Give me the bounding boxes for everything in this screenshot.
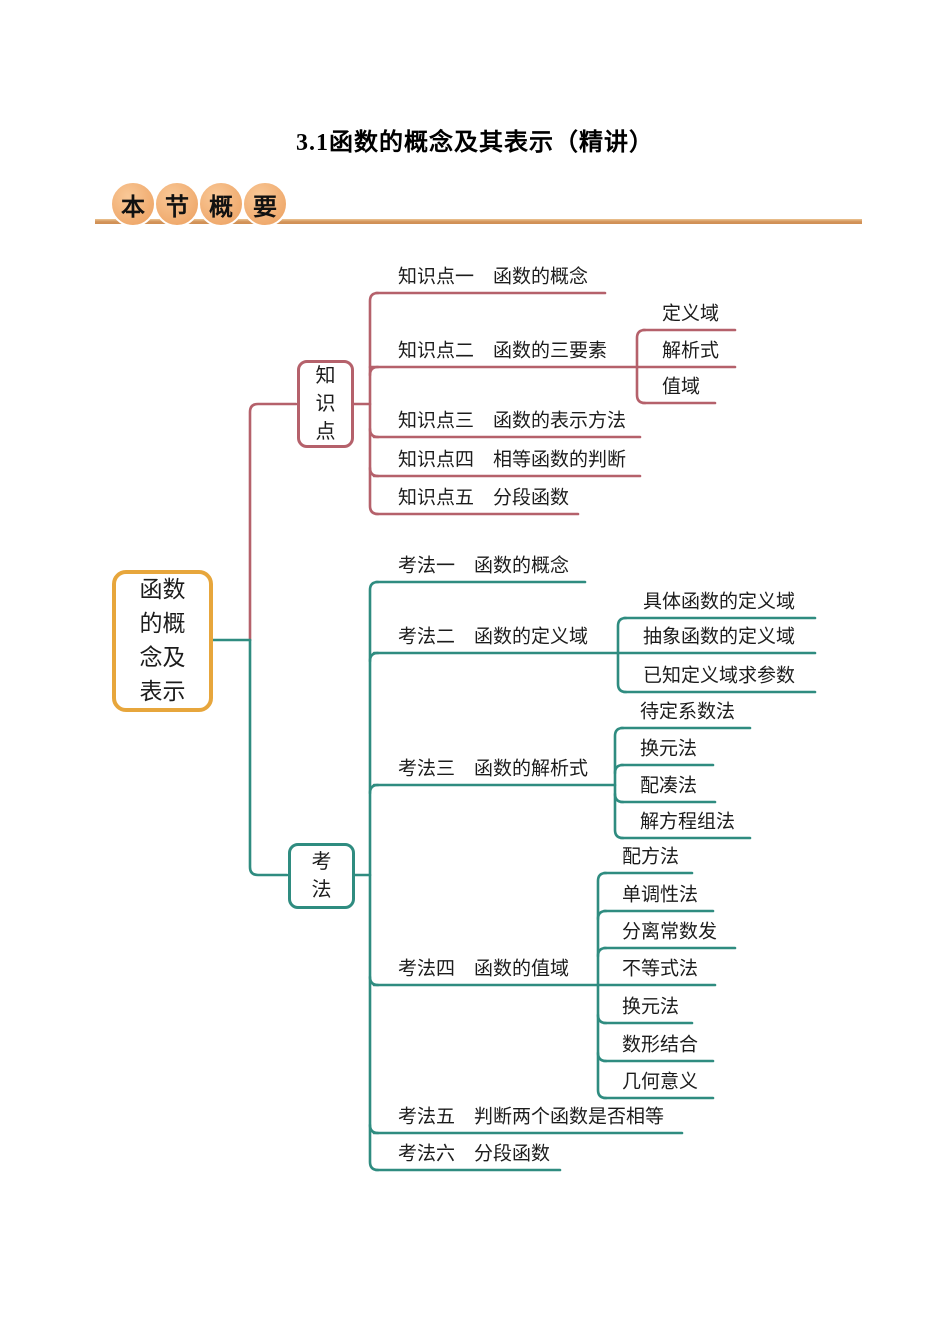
method-node-label: 考法 [311,851,332,901]
badge-char-4: 要 [242,181,288,227]
badge-char-3: 概 [198,181,244,227]
range-method-2: 单调性法 [622,884,699,906]
trunk-knowledge [368,291,380,516]
domain-method-3: 已知定义域求参数 [643,665,796,687]
three-element-3: 值域 [662,376,701,398]
range-method-5: 换元法 [622,996,680,1018]
range-method-1: 配方法 [622,846,680,868]
root-node-label: 函数的概念及表示 [139,577,186,704]
trunk-three-elements [635,328,647,405]
trunk-domain-methods [616,616,628,694]
root-node: 函数的概念及表示 [112,570,213,712]
knowledge-item-5: 知识点五 分段函数 [398,487,570,509]
range-method-6: 数形结合 [622,1034,699,1056]
badge-char-2: 节 [154,181,200,227]
three-element-2: 解析式 [662,340,720,362]
method-node: 考法 [288,843,355,909]
knowledge-item-3: 知识点三 函数的表示方法 [398,410,627,432]
knowledge-item-2: 知识点二 函数的三要素 [398,340,608,362]
trunk-method [368,580,380,1172]
method-item-6: 考法六 分段函数 [398,1143,551,1165]
analytic-method-2: 换元法 [640,738,698,760]
page-title: 3.1函数的概念及其表示（精讲） [296,130,654,156]
method-item-5: 考法五 判断两个函数是否相等 [398,1106,665,1128]
knowledge-node: 知识点 [297,360,354,448]
edge-junction-to-method [248,638,289,877]
method-item-4: 考法四 函数的值域 [398,958,570,980]
section-rule [95,219,862,224]
knowledge-item-1: 知识点一 函数的概念 [398,266,589,288]
knowledge-item-4: 知识点四 相等函数的判断 [398,449,627,471]
badge-char-1: 本 [110,181,156,227]
range-method-3: 分离常数发 [622,921,718,943]
three-element-1: 定义域 [662,303,720,325]
range-method-7: 几何意义 [622,1071,699,1093]
method-item-3: 考法三 函数的解析式 [398,758,589,780]
range-method-4: 不等式法 [622,958,699,980]
analytic-method-1: 待定系数法 [640,701,736,723]
edge-junction-to-knowledge [248,402,298,642]
method-item-2: 考法二 函数的定义域 [398,626,589,648]
domain-method-1: 具体函数的定义域 [643,591,796,613]
domain-method-2: 抽象函数的定义域 [643,626,796,648]
knowledge-node-label: 知识点 [315,365,336,443]
analytic-method-4: 解方程组法 [640,811,736,833]
method-item-1: 考法一 函数的概念 [398,555,570,577]
trunk-range-methods [596,871,608,1100]
trunk-analytic-methods [613,726,625,840]
analytic-method-3: 配凑法 [640,775,698,797]
